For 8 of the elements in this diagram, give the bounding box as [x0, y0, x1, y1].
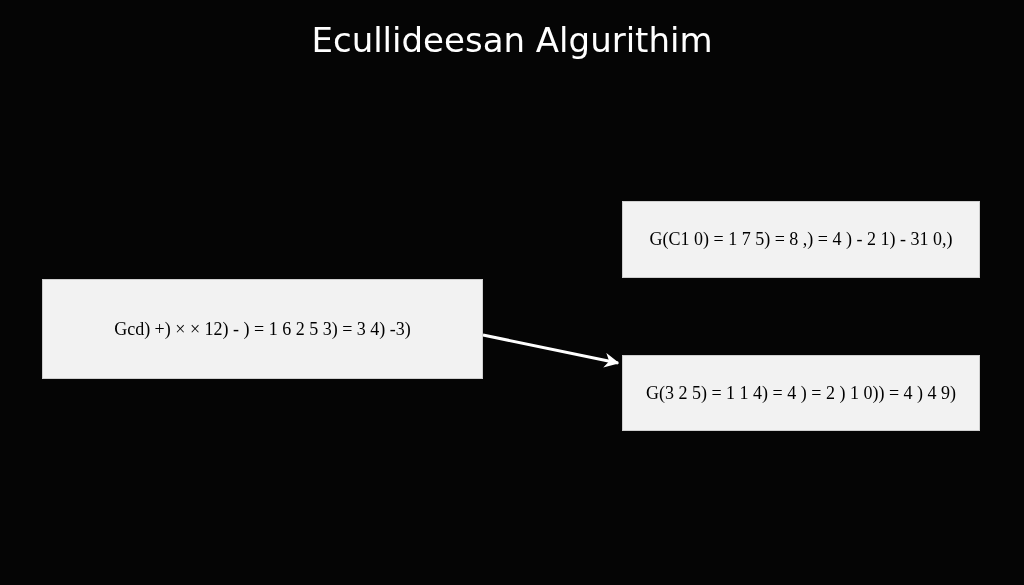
formula-text: G(3 2 5) = 1 1 4) = 4 ) = 2 ) 1 0)) = 4 ) 4 9) — [645, 382, 957, 404]
formula-box — [622, 355, 980, 431]
formula-box — [622, 201, 980, 278]
formula-text: G(C1 0) = 1 7 5) = 8 ,) = 4 ) - 2 1) - 31 0,) — [649, 229, 953, 250]
formula-box — [42, 279, 483, 379]
formula-text: Gcd) +) × × 12) - ) = 1 6 2 5 3) = 3 4) -3) — [114, 318, 411, 340]
diagram-title: Ecullideesan Algurithim — [311, 20, 713, 60]
arrow — [482, 333, 620, 368]
